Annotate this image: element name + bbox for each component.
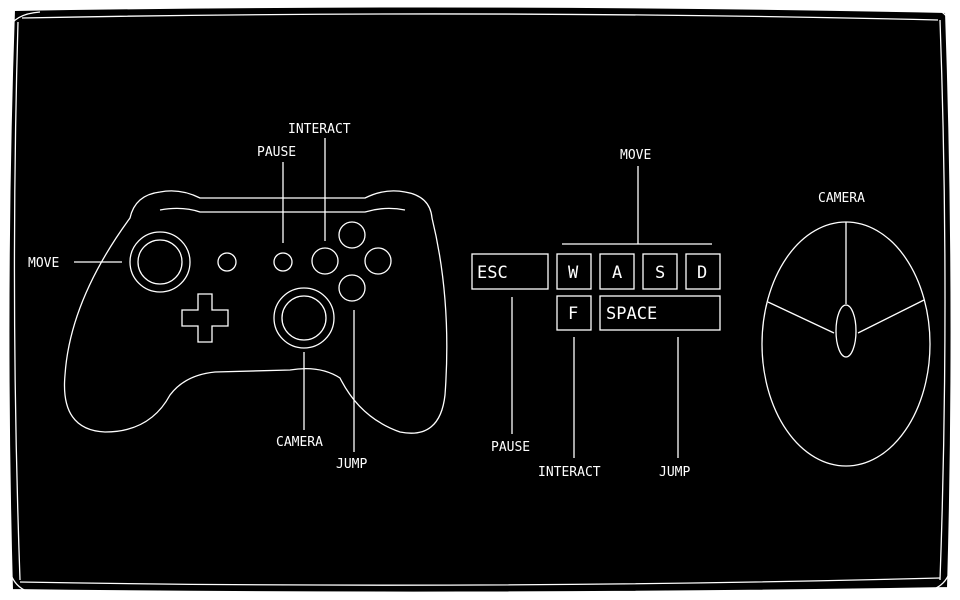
key-esc xyxy=(471,253,549,290)
menu-button xyxy=(273,252,293,272)
face-button-right xyxy=(364,247,392,275)
face-button-bottom xyxy=(338,274,366,302)
mouse-icon xyxy=(761,221,931,467)
left-stick xyxy=(129,231,191,293)
view-button xyxy=(217,252,237,272)
mouse-camera-label: CAMERA xyxy=(818,191,865,206)
face-button-top xyxy=(338,221,366,249)
key-esc-label: ESC xyxy=(477,263,508,283)
keyboard-jump-label: JUMP xyxy=(659,465,690,480)
gamepad-move-label: MOVE xyxy=(28,256,59,271)
panel-frame xyxy=(7,5,955,595)
keyboard-move-label: MOVE xyxy=(620,148,651,163)
gamepad-icon xyxy=(63,138,448,452)
key-s xyxy=(642,253,678,290)
key-f xyxy=(556,295,592,331)
key-f-label: F xyxy=(568,304,578,324)
key-a-label: A xyxy=(612,263,622,283)
right-stick xyxy=(273,287,335,349)
gamepad-camera-label: CAMERA xyxy=(276,435,323,450)
key-s-label: S xyxy=(655,263,665,283)
key-a xyxy=(599,253,635,290)
mouse-scroll-wheel xyxy=(835,304,857,358)
face-button-left xyxy=(311,247,339,275)
key-w xyxy=(556,253,592,290)
key-space-label: SPACE xyxy=(606,304,657,324)
gamepad-interact-label: INTERACT xyxy=(288,122,351,137)
key-space xyxy=(599,295,721,331)
keyboard-interact-label: INTERACT xyxy=(538,465,601,480)
keyboard-pause-label: PAUSE xyxy=(491,440,530,455)
key-w-label: W xyxy=(568,263,579,283)
key-d-label: D xyxy=(697,263,707,283)
dpad xyxy=(181,293,229,343)
gamepad-jump-label: JUMP xyxy=(336,457,367,472)
key-d xyxy=(685,253,721,290)
gamepad-pause-label: PAUSE xyxy=(257,145,296,160)
keyboard-icon xyxy=(471,166,721,458)
